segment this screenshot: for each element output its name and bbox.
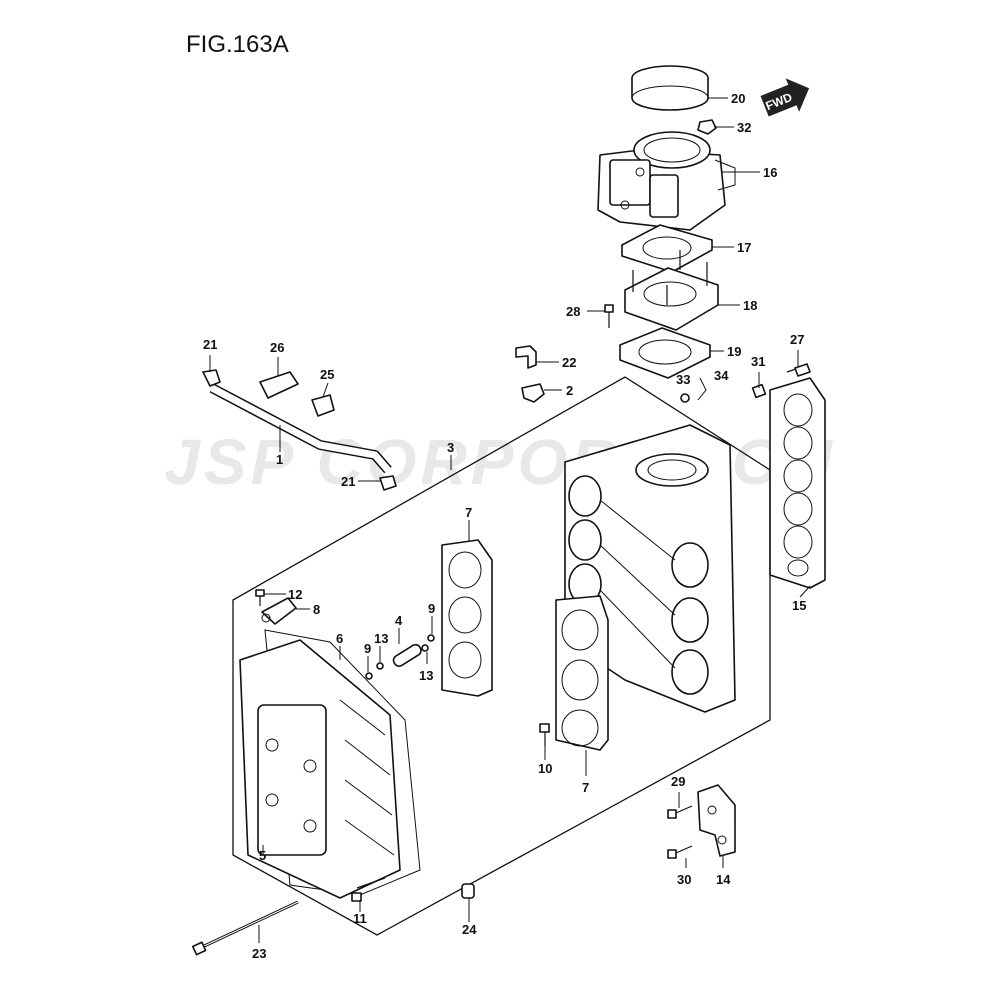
callout-4: 4: [395, 613, 403, 628]
callout-21-upper: 21: [203, 337, 217, 352]
figure-title: FIG.163A: [186, 31, 289, 58]
callout-19: 19: [727, 344, 741, 359]
part-11-bolt: [351, 877, 386, 902]
callout-9-left: 9: [364, 641, 371, 656]
part-22-elbow-fitting: [515, 345, 537, 369]
part-1-hose: [209, 383, 392, 474]
leader-lines: [209, 97, 811, 943]
callout-33: 33: [676, 372, 690, 387]
callout-21-lower: 21: [341, 474, 355, 489]
part-10-bolt: [539, 723, 550, 746]
callout-10: 10: [538, 761, 552, 776]
part-15-manifold-gasket: [769, 377, 826, 589]
part-31-pin: [751, 383, 767, 399]
watermark-text: JSP CORPORATION: [164, 426, 836, 498]
callout-13-left: 13: [374, 631, 388, 646]
fwd-arrow: FWD: [760, 78, 810, 117]
callout-9-right: 9: [428, 601, 435, 616]
callout-24: 24: [462, 922, 477, 937]
part-25-clip: [311, 394, 335, 417]
callout-labels: 20 32 16 17 18 28 19 22 2 27 31 33 34 21…: [203, 91, 806, 961]
part-7-gasket-lower: [555, 595, 609, 751]
callout-13-right: 13: [419, 668, 433, 683]
part-21-clamp-upper: [202, 369, 221, 387]
part-13-oring-right: [421, 644, 429, 652]
callout-16: 16: [763, 165, 777, 180]
callout-11: 11: [353, 911, 367, 926]
part-27-plug: [786, 363, 811, 377]
callout-34: 34: [714, 368, 729, 383]
part-32-nut: [697, 119, 717, 135]
callout-15: 15: [792, 598, 806, 613]
callout-31: 31: [751, 354, 765, 369]
part-29-bolt: [667, 805, 693, 819]
callout-17: 17: [737, 240, 751, 255]
part-30-bolt: [667, 845, 693, 859]
callout-23: 23: [252, 946, 266, 961]
callout-8: 8: [313, 602, 320, 617]
callout-1: 1: [276, 452, 283, 467]
part-13-oring-left: [376, 662, 384, 670]
callout-22: 22: [562, 355, 576, 370]
part-24-plug: [461, 883, 475, 899]
part-4-pipe: [392, 643, 422, 667]
part-9-oring-right: [427, 634, 435, 642]
callout-18: 18: [743, 298, 757, 313]
callout-5: 5: [259, 848, 266, 863]
assembly-frame: [232, 376, 771, 936]
part-6-cover-gasket: [264, 629, 421, 896]
part-28-bolt: [604, 304, 614, 328]
callout-27: 27: [790, 332, 804, 347]
part-12-screw: [255, 589, 265, 606]
part-34-clip: [697, 377, 707, 401]
part-7-gasket-upper: [441, 539, 493, 697]
callout-32: 32: [737, 120, 751, 135]
part-5-intake-cover: [239, 639, 401, 899]
callout-12: 12: [288, 587, 302, 602]
callout-7-upper: 7: [465, 505, 472, 520]
part-23-long-bolt: [191, 900, 299, 956]
part-2-cap: [521, 383, 545, 403]
part-20-clamp-ring: [631, 65, 709, 111]
part-16-throttle-body: [597, 131, 736, 231]
part-19-gasket-hole: [638, 339, 692, 365]
part-19-gasket: [619, 327, 711, 379]
part-17-gasket: [621, 224, 713, 273]
part-14-bracket: [697, 784, 736, 857]
part-33-washer: [680, 393, 690, 403]
part-26-bracket: [259, 371, 299, 399]
callout-29: 29: [671, 774, 685, 789]
callout-14: 14: [716, 872, 731, 887]
part-17-gasket-hole: [642, 236, 692, 260]
callout-2: 2: [566, 383, 573, 398]
callout-6: 6: [336, 631, 343, 646]
part-21-clamp-lower: [379, 475, 397, 491]
callout-3: 3: [447, 440, 454, 455]
callout-26: 26: [270, 340, 284, 355]
callout-28: 28: [566, 304, 580, 319]
callout-25: 25: [320, 367, 334, 382]
callout-7-lower: 7: [582, 780, 589, 795]
part-9-oring-left: [365, 672, 373, 680]
callout-30: 30: [677, 872, 691, 887]
part-8-sensor: [261, 597, 297, 625]
callout-20: 20: [731, 91, 745, 106]
